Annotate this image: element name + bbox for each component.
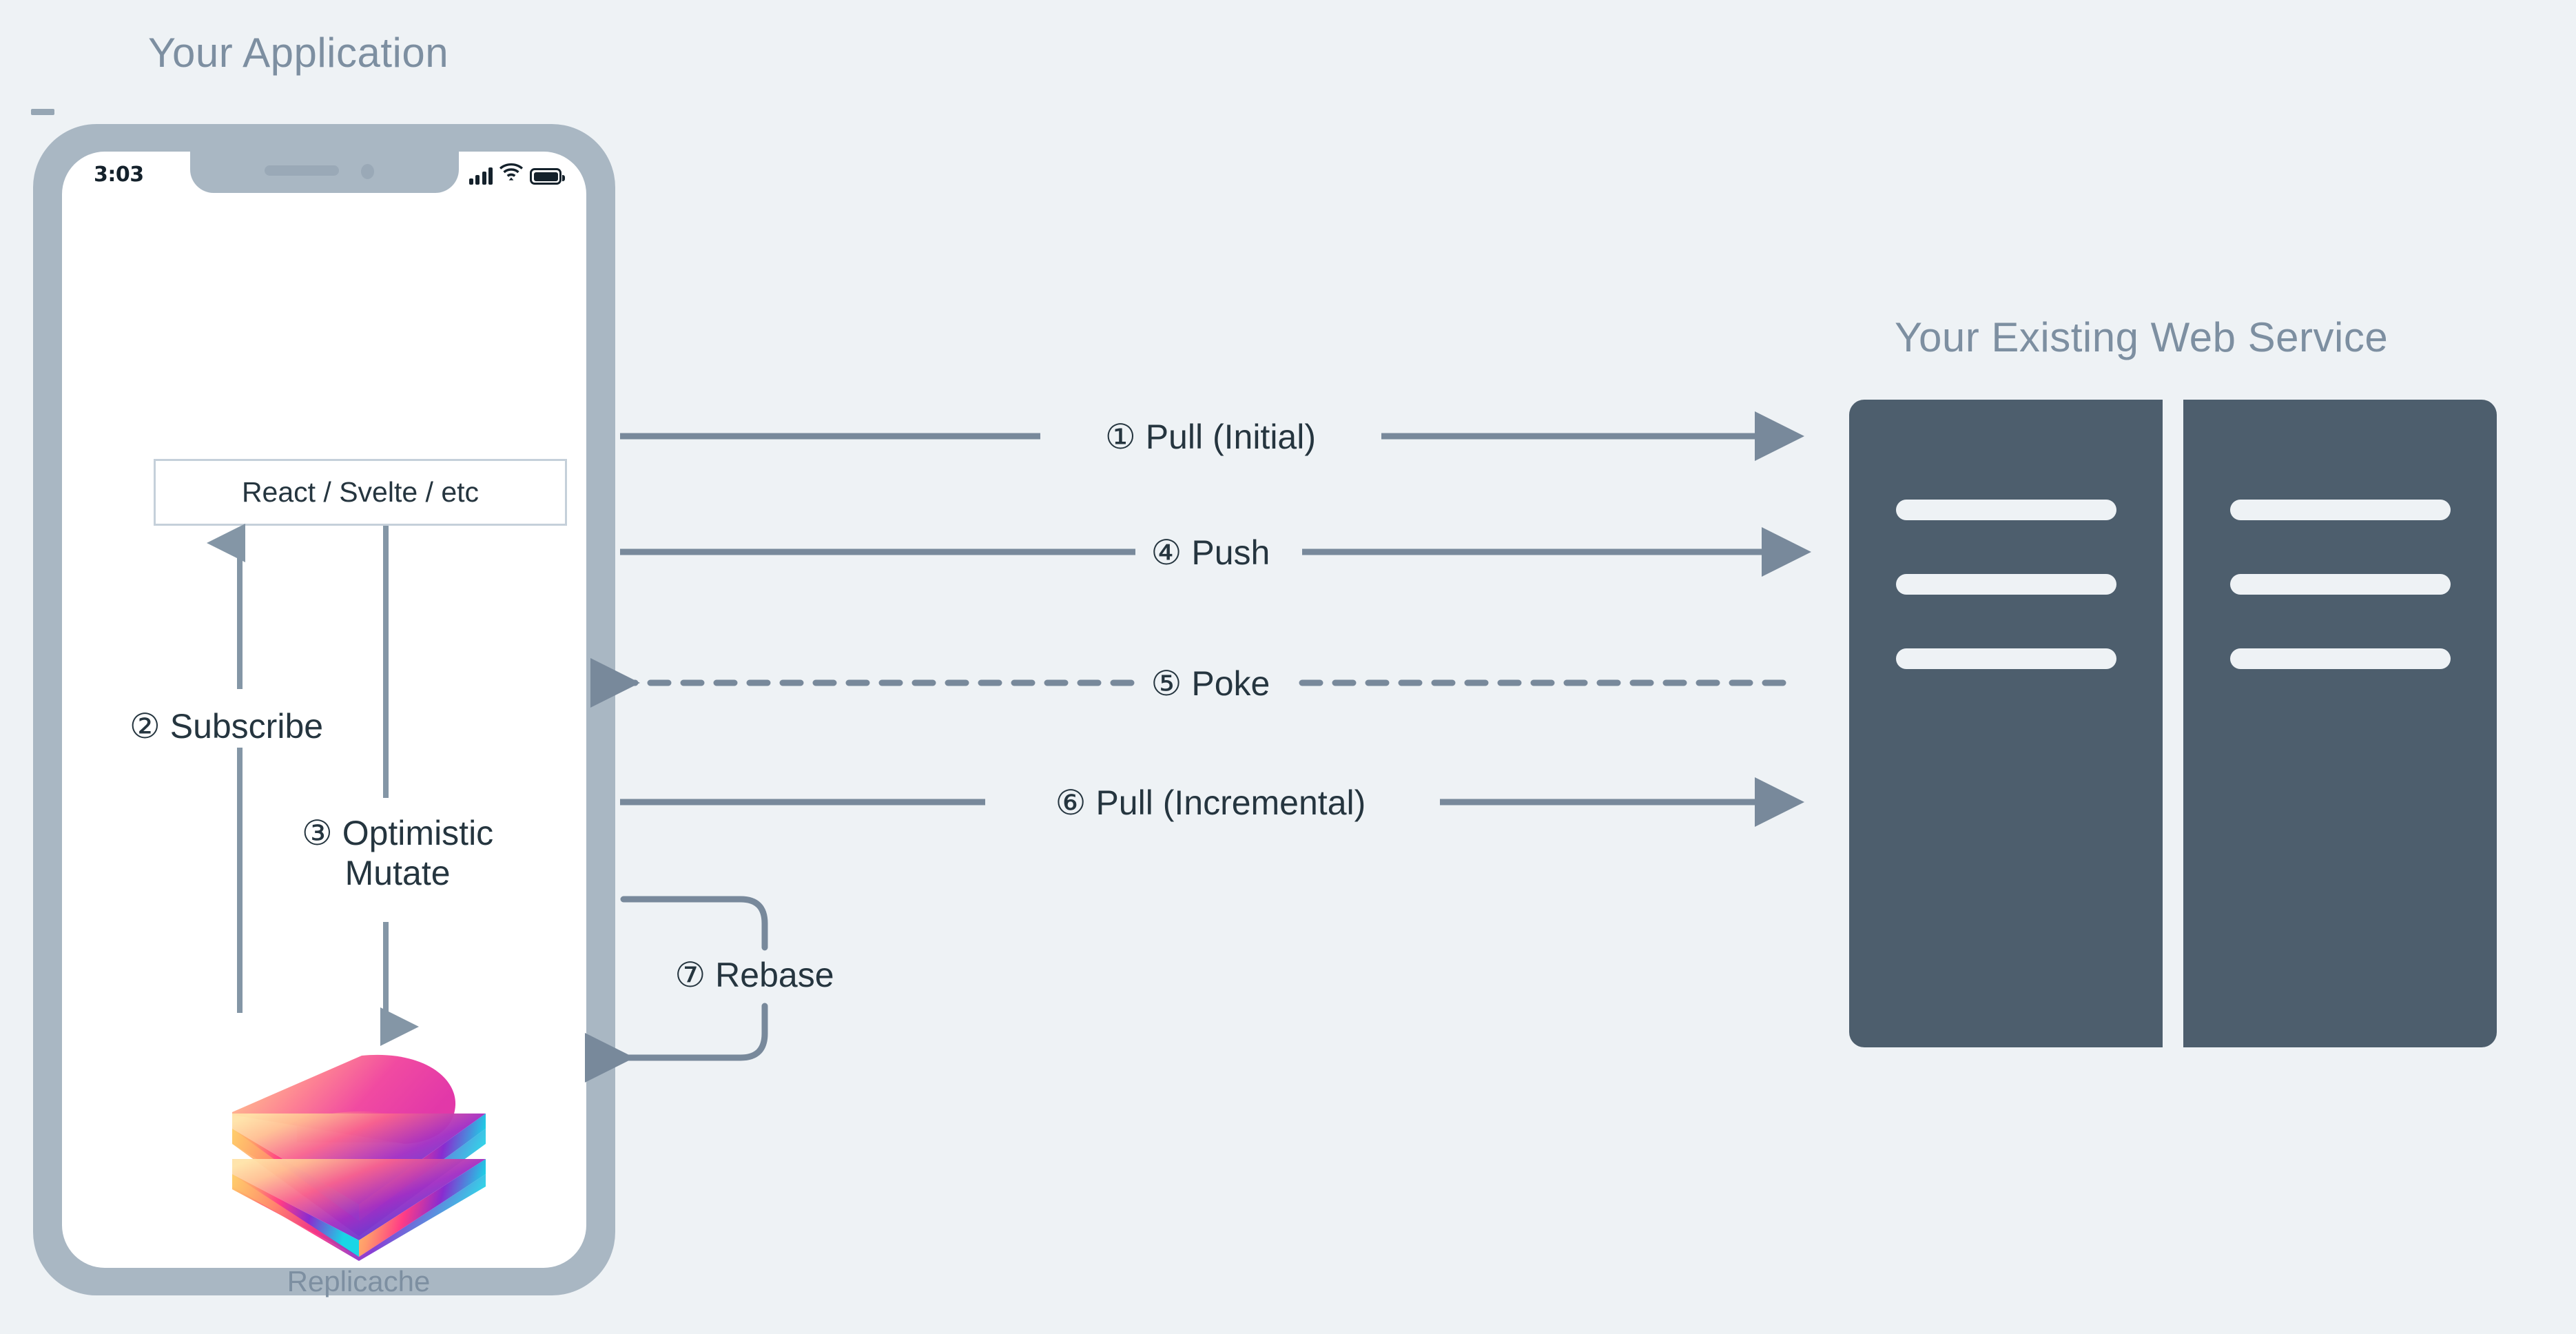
cellular-signal-icon — [468, 167, 493, 185]
status-bar-icons — [468, 161, 565, 185]
phone-mockup: 3:03 — [33, 124, 615, 1297]
step-2-subscribe-label: ② Subscribe — [130, 707, 324, 746]
notch-speaker-icon — [264, 165, 339, 176]
server-slot — [1895, 648, 2116, 669]
server-rack-2 — [2183, 400, 2497, 1047]
server-slot — [2229, 500, 2451, 520]
replicache-store: Replicache — [202, 1034, 515, 1320]
server-rack-1 — [1849, 400, 2163, 1047]
web-service-servers — [1849, 400, 2497, 1047]
phone-notch — [189, 152, 459, 193]
rebase-loop-top — [620, 896, 768, 951]
step-3-optimistic-mutate-label: ③ Optimistic Mutate — [302, 814, 494, 892]
notch-camera-icon — [360, 164, 374, 179]
replicache-label: Replicache — [287, 1265, 431, 1297]
step-1-pull-initial-label: ① Pull (Initial) — [1096, 420, 1325, 454]
step-6-pull-incremental-label: ⑥ Pull (Incremental) — [1047, 786, 1374, 820]
wifi-icon — [499, 163, 523, 185]
application-section-title: Your Application — [148, 30, 449, 76]
server-slot — [2229, 574, 2451, 595]
step-5-poke-label: ⑤ Poke — [1142, 666, 1279, 701]
framework-box: React / Svelte / etc — [154, 459, 567, 526]
server-slot — [1895, 574, 2116, 595]
web-service-section-title: Your Existing Web Service — [1895, 314, 2389, 360]
step-4-push-label: ④ Push — [1142, 535, 1279, 570]
framework-box-label: React / Svelte / etc — [241, 476, 480, 508]
step-7-rebase-label: ⑦ Rebase — [666, 958, 843, 992]
phone-edge-tick-mark — [31, 109, 54, 115]
replicache-logo-icon — [231, 1054, 486, 1261]
battery-icon — [530, 168, 565, 185]
rebase-loop-bottom — [585, 1003, 768, 1082]
server-slot — [2229, 648, 2451, 669]
server-slot — [1895, 500, 2116, 520]
status-bar: 3:03 — [62, 152, 586, 194]
status-bar-time: 3:03 — [94, 163, 144, 187]
